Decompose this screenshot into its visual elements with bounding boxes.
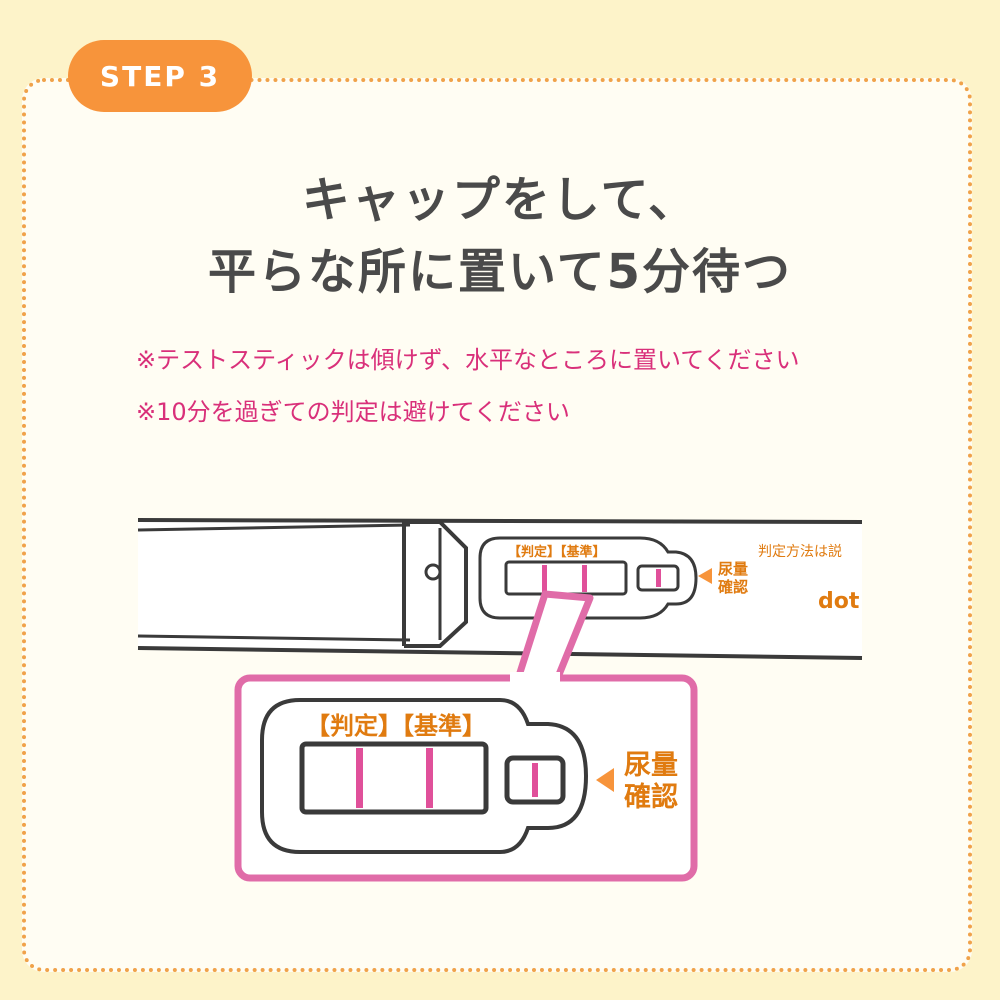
- stick-window-label: 【判定】【基準】: [508, 544, 606, 560]
- stick-check-label-1: 尿量: [718, 560, 748, 578]
- result-line-small: [542, 565, 547, 592]
- control-line-small: [582, 565, 587, 592]
- page-title-line-1: キャップをして、: [301, 172, 699, 228]
- zoom-check-label-2: 確認: [624, 781, 678, 813]
- test-stick: 【判定】【基準】 尿量 確認 判定方法は説 dot: [137, 518, 863, 660]
- arrow-icon: [698, 568, 712, 584]
- result-line: [356, 748, 363, 808]
- zoom-check-label-1: 尿量: [624, 750, 678, 781]
- zoom-window-label: 【判定】【基準】: [306, 712, 486, 740]
- caution-note-time: ※10分を過ぎての判定は避けてください: [136, 398, 570, 426]
- brand-logo: dot: [818, 589, 860, 614]
- urine-check-line: [532, 763, 538, 797]
- zoom-callout: 【判定】【基準】 尿量 確認: [234, 590, 698, 882]
- arrow-icon: [596, 768, 614, 792]
- stick-check-label-2: 確認: [717, 578, 748, 596]
- caution-note-tilt: ※テストスティックは傾けず、水平なところに置いてください: [136, 346, 800, 374]
- page-title-line-2: 平らな所に置いて5分待つ: [208, 244, 792, 300]
- control-line: [426, 748, 433, 808]
- urine-check-line-small: [656, 569, 661, 587]
- stick-side-text: 判定方法は説: [758, 544, 842, 560]
- step-badge: STEP 3: [68, 40, 252, 112]
